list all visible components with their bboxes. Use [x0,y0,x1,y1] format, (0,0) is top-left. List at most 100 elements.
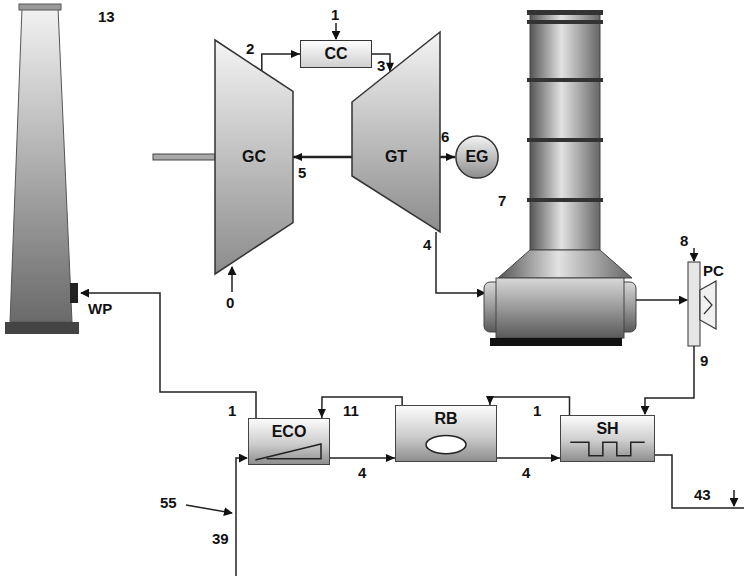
hrsg-hood [498,250,632,278]
hrsg-band [527,138,603,142]
label-slot: 13 [98,8,115,26]
hrsg-band [527,20,603,24]
water-preheater [70,283,78,303]
callout-number: 4 [423,236,431,253]
node-label: SH [596,420,618,438]
callout-number: 11 [343,402,359,419]
connector-line [490,397,570,415]
label-slot: 4 [522,464,530,482]
boiler-box: RB [395,405,497,462]
label-slot: 3 [377,57,385,75]
arrow-head [486,396,494,405]
node-label: CC [324,45,347,63]
callout-number: 9 [700,352,708,369]
node-label: EG [465,148,488,166]
stack-body [10,8,72,322]
hrsg-foot [490,338,622,346]
exchanger-symbol [249,439,329,464]
callout-number: 13 [98,8,115,25]
node-label: ECO [272,423,307,441]
callout-number: 3 [377,57,385,74]
steam-line [645,346,694,414]
callout-number: 43 [694,486,711,503]
callout-number: 0 [226,294,234,311]
callout-number: 7 [498,192,506,209]
hrsg-band [527,198,603,202]
label-slot: 11 [343,402,359,420]
connector-line [330,457,395,459]
hrsg-band [527,10,603,15]
flow-connector [293,153,352,161]
arrow-head [318,409,326,418]
label-slot: 39 [212,530,229,548]
generator-body [456,136,498,178]
callout-number: 5 [298,164,306,181]
label-slot: 1 [331,6,339,24]
flue-gas-line [81,293,256,418]
arrow-head [386,454,395,462]
economizer-box: ECO [248,418,330,465]
machine-body [215,40,293,274]
machine-outline [352,32,440,232]
label-slot: 8 [680,232,688,250]
coil-line [570,442,644,456]
label-slot: 0 [226,294,234,312]
gas-line [636,299,687,301]
callout-number: 4 [358,464,366,481]
callout-number: 4 [522,464,530,481]
flow-connector [262,50,300,71]
arrow-head [446,153,455,161]
fuel-arrow [335,23,337,39]
connector-line [322,397,402,418]
feed-arrow [186,505,232,513]
pc-cone [700,281,716,329]
machine-body [352,32,440,232]
combustion-chamber: CC [300,40,372,68]
callout-number: 8 [680,232,688,249]
flow-connector [486,396,569,415]
callout-number: 6 [441,128,449,145]
arrow-head [291,50,300,58]
superheater-box: SH [560,415,655,462]
stack-rim [19,4,61,10]
label-slot: 6 [441,128,449,146]
label-slot: 4 [423,236,431,254]
callout-number: 55 [160,494,177,511]
label-slot: 7 [498,192,506,210]
callout-number: 1 [331,6,339,23]
node-label: RB [434,410,457,428]
arrow-head [551,454,560,462]
hrsg-column [530,14,600,250]
node-label: GT [385,148,407,166]
label-slot: PC [703,262,724,280]
callout-number: PC [703,262,724,279]
label-slot: 1 [228,402,236,420]
hrsg-band [527,78,603,82]
compressor-symbol: GC [215,40,293,274]
stack-base [5,322,79,334]
label-slot: 4 [358,464,366,482]
exchanger-symbol [561,436,654,461]
exhaust-line [436,232,485,293]
water-line [236,458,247,576]
steam-out-arrow [733,490,735,506]
turbine-symbol: GT [352,32,440,232]
label-slot: 9 [700,352,708,370]
steam-out-line [655,455,744,508]
callout-number: 1 [533,402,541,419]
label-slot: 55 [160,494,177,512]
callout-number: 1 [228,402,236,419]
inlet-arrow [693,248,695,261]
generator-symbol: EG [455,135,499,179]
label-slot: WP [88,300,112,318]
label-slot: 2 [246,40,254,58]
flow-connector [440,153,455,161]
callout-number: WP [88,300,112,317]
shaft [153,154,215,160]
coil-line [255,444,321,460]
label-slot: 43 [694,486,711,504]
drum-symbol [426,435,466,453]
label-slot: 5 [298,164,306,182]
flow-connector [330,454,395,462]
